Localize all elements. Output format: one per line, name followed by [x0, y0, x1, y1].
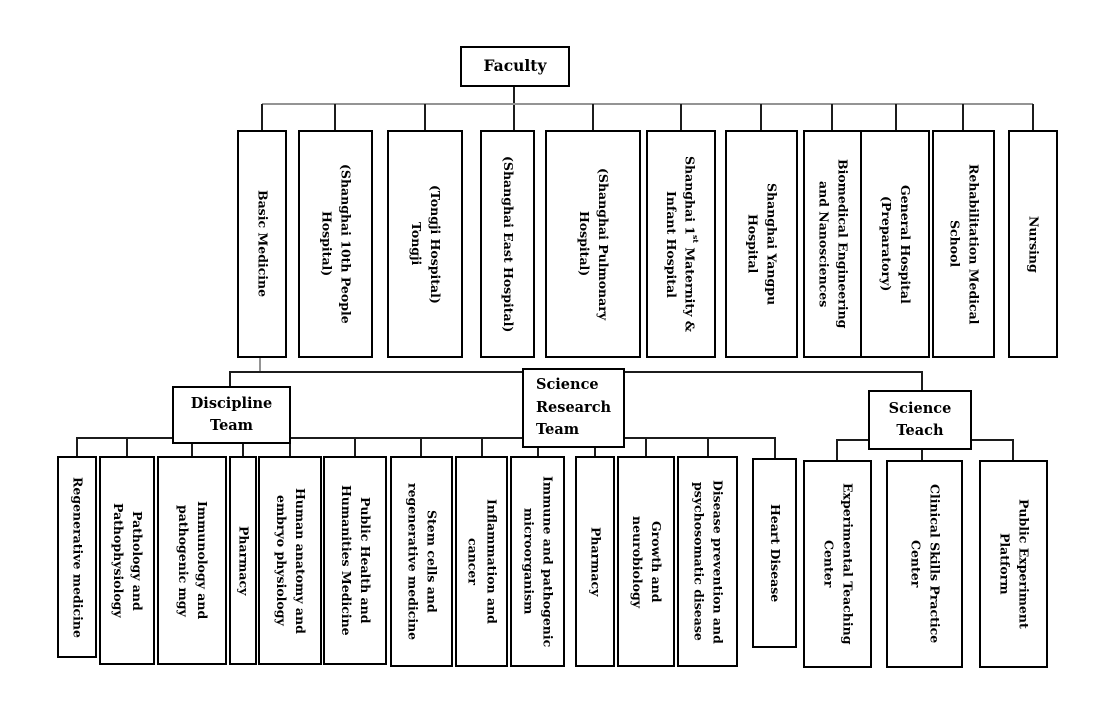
node-science-research-team: Science Research Team: [522, 368, 625, 448]
connector-drop-rehabilitation: [962, 104, 964, 130]
node-regenerative-medicine: Regenerative medicine: [57, 456, 97, 658]
node-disease-prevention-psychosomatic: Disease prevention and psychosomatic dis…: [677, 456, 738, 667]
node-label: Public Health and Humanities Medicine: [339, 485, 373, 636]
node-label: (Tongji Hospital) Tongji: [409, 184, 443, 304]
connector-drop-biomedical: [831, 104, 833, 130]
node-label: General Hospital (Preparatory): [879, 184, 913, 304]
connector-members-bus: [77, 437, 776, 439]
connector-drop-pharmacy-d: [242, 437, 244, 457]
node-biomedical-engineering-nanosciences: Biomedical Engineering and Nanosciences: [803, 130, 862, 358]
label-superscript: st: [690, 234, 700, 243]
node-label: Inflammation and cancer: [465, 499, 500, 624]
node-label: Immune and pathogenic microorganism: [521, 475, 556, 648]
node-public-experiment-platform: Public Experiment Platform: [979, 460, 1048, 668]
node-clinical-skills-practice-center: Clinical Skills Practice Center: [886, 460, 963, 668]
node-label: Growth and neurobiology: [630, 515, 664, 608]
node-label: Biomedical Engineering and Nanosciences: [816, 159, 851, 329]
node-label: Science Teach: [888, 399, 952, 439]
node-label: Nursing: [1026, 215, 1042, 273]
connector-drop-tongji: [424, 104, 426, 130]
connector-drop-nursing: [1032, 104, 1034, 130]
connector-faculty-stem: [513, 87, 515, 130]
node-label: Pharmacy: [588, 526, 604, 597]
node-heart-disease: Heart Disease: [752, 458, 797, 648]
node-label: (Shanghai Pulmonary Hospital): [577, 167, 611, 321]
node-label: Pathology and Pathophysiology: [111, 503, 145, 618]
connector-drop-science-teach: [921, 371, 923, 391]
node-label: Clinical Skills Practice Center: [908, 484, 943, 644]
node-label: Regenerative medicine: [70, 476, 86, 638]
node-label: Human anatomy and embryo physiology: [274, 487, 308, 634]
node-pharmacy-research: Pharmacy: [575, 456, 615, 667]
node-experimental-teaching-center: Experimental Teaching Center: [803, 460, 872, 668]
connector-drop-regenerative: [76, 437, 78, 457]
node-label: Rehabilitation Medical School: [947, 163, 982, 325]
node-label: Public Experiment Platform: [997, 499, 1032, 629]
node-label: Faculty: [483, 56, 547, 76]
connector-drop-shanghai-10th: [334, 104, 336, 130]
node-shanghai-pulmonary-hospital: (Shanghai Pulmonary Hospital): [545, 130, 641, 358]
node-immune-pathogenic-microorganism: Immune and pathogenic microorganism: [510, 456, 565, 667]
node-shanghai-yangpu-hospital: Shanghai Yangpu Hospital: [725, 130, 798, 358]
node-label: Experimental Teaching Center: [821, 483, 856, 645]
node-pharmacy-discipline: Pharmacy: [229, 456, 257, 665]
node-stem-cells-regenerative-medicine: Stem cells and regenerative medicine: [390, 456, 453, 667]
node-label: Basic Medicine: [255, 190, 271, 298]
connector-drop-general-hospital: [895, 104, 897, 130]
connector-drop-basic-medicine: [261, 104, 263, 130]
node-label: Pharmacy: [236, 525, 252, 596]
node-science-teach: Science Teach: [868, 390, 972, 450]
node-general-hospital-preparatory: General Hospital (Preparatory): [860, 130, 930, 358]
node-faculty: Faculty: [460, 46, 570, 87]
connector-drop-disease-prevention: [707, 437, 709, 457]
node-basic-medicine: Basic Medicine: [237, 130, 287, 358]
connector-drop-yangpu: [760, 104, 762, 130]
connector-top-bus: [262, 103, 1033, 105]
label-part: Maternity & Infant Hospital: [663, 190, 698, 333]
connector-drop-discipline-team: [229, 371, 231, 387]
connector-basic-medicine-stem: [259, 358, 261, 372]
node-shanghai-east-hospital: (Shanghai East Hospital): [480, 130, 535, 358]
connector-drop-immunology: [191, 437, 193, 457]
node-label: Immunology and pathogenic mgy: [176, 501, 210, 620]
node-pathology-pathophysiology: Pathology and Pathophysiology: [99, 456, 155, 665]
node-tongji-hospital: (Tongji Hospital) Tongji: [387, 130, 463, 358]
node-discipline-team: Discipline Team: [172, 386, 291, 444]
connector-drop-public-health: [354, 437, 356, 457]
connector-drop-growth: [645, 437, 647, 457]
node-public-health-humanities-medicine: Public Health and Humanities Medicine: [323, 456, 387, 665]
node-growth-neurobiology: Growth and neurobiology: [617, 456, 675, 667]
connector-drop-stem-cells: [420, 437, 422, 457]
node-label: Disease prevention and psychosomatic dis…: [691, 479, 726, 644]
node-label: Shanghai 1st Maternity & Infant Hospital: [661, 156, 701, 332]
node-label: Shanghai Yangpu Hospital: [745, 182, 780, 306]
node-label: Heart Disease: [767, 503, 783, 603]
node-nursing: Nursing: [1008, 130, 1058, 358]
node-label: (Shanghai 10th People Hospital): [319, 164, 354, 324]
node-inflammation-cancer: Inflammation and cancer: [455, 456, 508, 667]
node-human-anatomy-embryo-physiology: Human anatomy and embryo physiology: [258, 456, 322, 665]
node-rehabilitation-medical-school: Rehabilitation Medical School: [932, 130, 995, 358]
connector-drop-pathology: [126, 437, 128, 457]
node-immunology-pathogenic: Immunology and pathogenic mgy: [157, 456, 227, 665]
node-label: Science Research Team: [536, 376, 612, 439]
connector-drop-human-anatomy: [289, 437, 291, 457]
connector-drop-maternity: [680, 104, 682, 130]
node-label: Discipline Team: [190, 394, 273, 434]
node-shanghai-10th-people-hospital: (Shanghai 10th People Hospital): [298, 130, 373, 358]
label-part: Shanghai 1: [682, 155, 698, 235]
connector-drop-inflammation: [481, 437, 483, 457]
node-label: (Shanghai East Hospital): [500, 155, 516, 333]
connector-drop-experimental: [836, 439, 838, 461]
node-shanghai-1st-maternity-infant-hospital: Shanghai 1st Maternity & Infant Hospital: [646, 130, 716, 358]
connector-drop-clinical-skills: [921, 439, 923, 461]
connector-drop-heart-disease: [774, 437, 776, 459]
node-label: Stem cells and regenerative medicine: [405, 482, 440, 641]
connector-drop-public-experiment: [1012, 439, 1014, 461]
connector-drop-pulmonary: [592, 104, 594, 130]
